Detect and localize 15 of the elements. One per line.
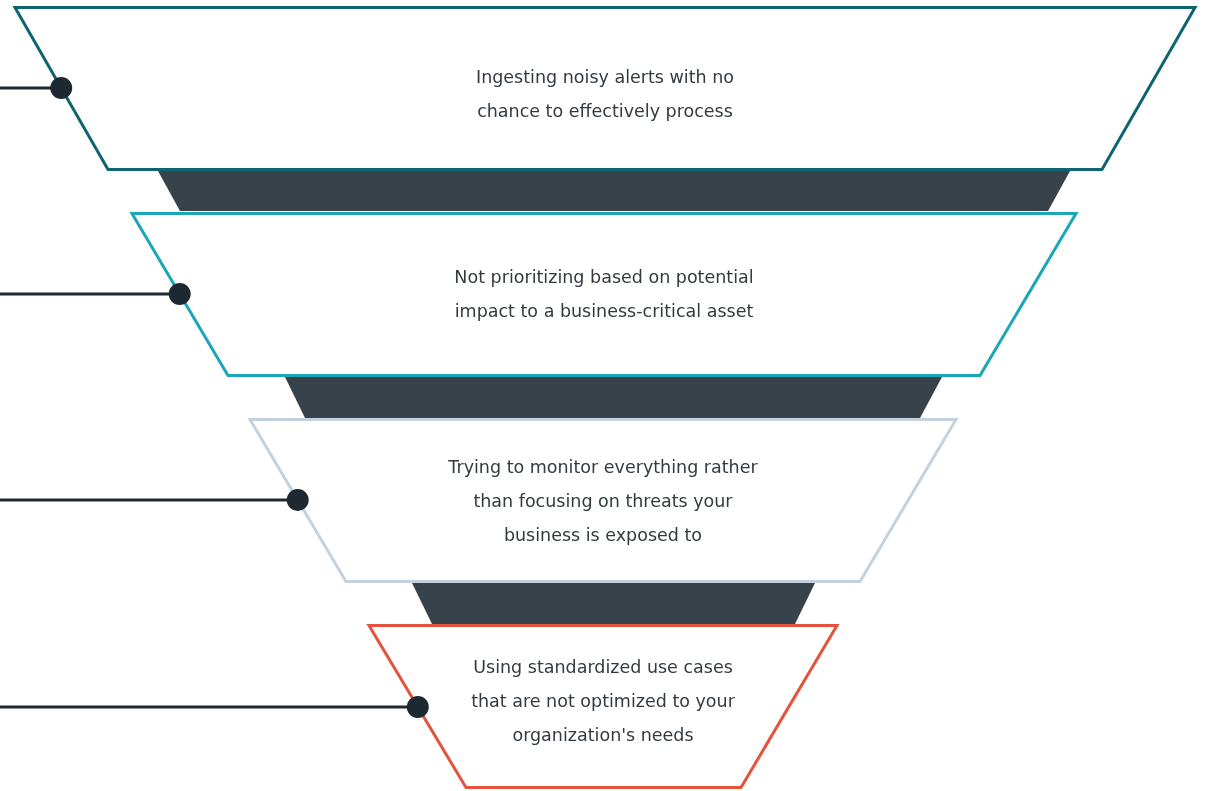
leader-line [0, 696, 429, 718]
funnel-stage [250, 418, 956, 583]
leader-line [0, 489, 309, 511]
funnel-band [412, 583, 815, 624]
leader-line [0, 283, 191, 305]
funnel-band [158, 171, 1070, 211]
leader-line [0, 77, 73, 99]
stage-text: Ingesting noisy alerts with no chance to effectively process [475, 66, 735, 123]
stage-text: Using standardized use cases that are not optimized to your organization's needs [470, 656, 736, 747]
funnel-band [285, 377, 942, 418]
funnel-stage [132, 212, 1076, 377]
funnel-stage [15, 6, 1195, 171]
funnel-stage [369, 624, 837, 789]
stage-text: Trying to monitor everything rather than focusing on threats your business is exposed to [447, 456, 759, 547]
stage-text: Not prioritizing based on potential impact to a business-critical asset [453, 266, 755, 323]
